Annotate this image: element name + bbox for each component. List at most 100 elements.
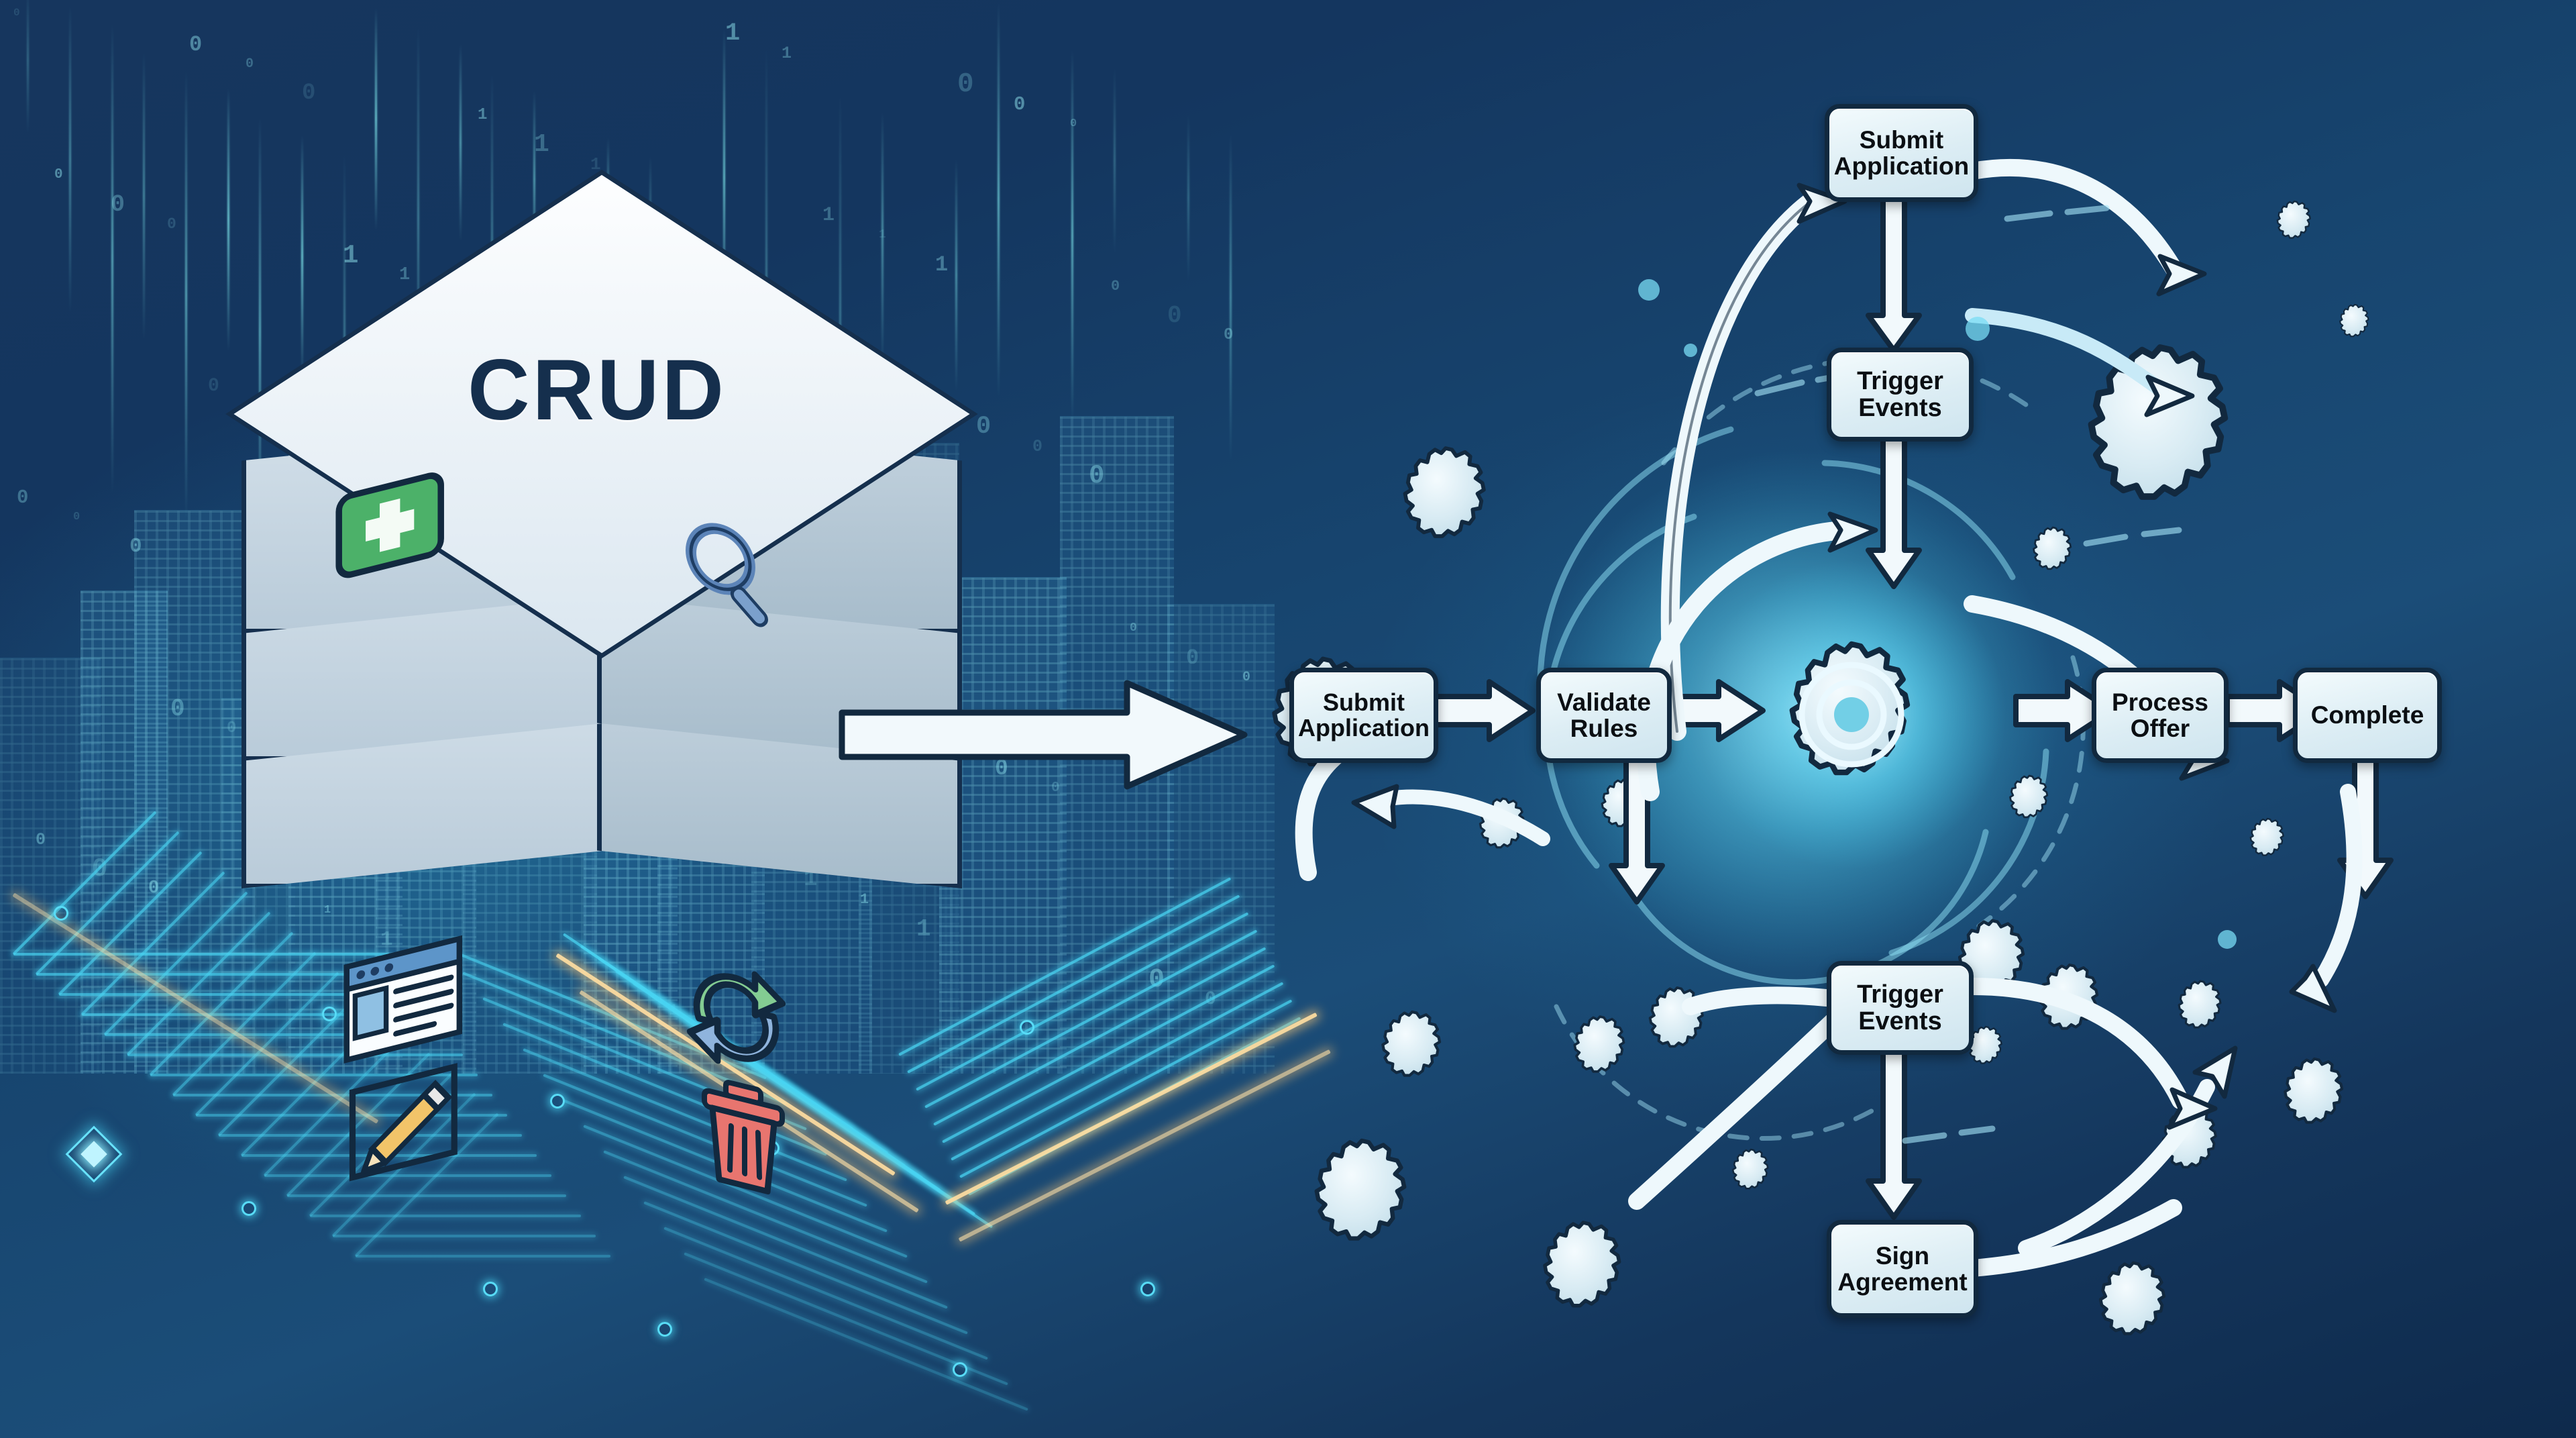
binary-digit: 0 bbox=[1167, 302, 1182, 329]
data-rain-streak bbox=[1071, 49, 1073, 424]
binary-digit: 0 bbox=[170, 695, 185, 723]
crud-cube: CRUD bbox=[221, 169, 978, 1195]
workflow-node-trigger-events-lower[interactable]: Trigger Events bbox=[1827, 961, 1974, 1055]
node-label-line2: Rules bbox=[1570, 715, 1638, 742]
node-label-line2: Application bbox=[1833, 152, 1970, 180]
workflow-node-submit-application-main[interactable]: Submit Application bbox=[1289, 668, 1438, 763]
binary-digit: 0 bbox=[208, 376, 219, 397]
node-label-line2: Application bbox=[1298, 714, 1430, 741]
node-label-line2: Events bbox=[1858, 394, 1942, 422]
binary-digit: 0 bbox=[1089, 461, 1105, 491]
binary-digit: 1 bbox=[879, 228, 886, 242]
node-label-line1: Process bbox=[2112, 688, 2208, 716]
circuit-board-traces bbox=[0, 811, 1449, 1438]
binary-digit: 0 bbox=[1242, 670, 1251, 685]
binary-digit: 0 bbox=[1130, 621, 1137, 635]
binary-digit: 1 bbox=[725, 19, 741, 48]
data-rain-streak bbox=[1187, 114, 1189, 282]
circuit-trace bbox=[623, 1176, 948, 1309]
workflow-flow-arrows bbox=[1430, 192, 2394, 1220]
binary-digit: 1 bbox=[804, 867, 818, 892]
binary-digit: 1 bbox=[782, 44, 792, 63]
binary-digit: 1 bbox=[534, 130, 549, 159]
data-rain-streak bbox=[839, 93, 841, 534]
binary-digit: 1 bbox=[343, 241, 359, 270]
workflow-node-submit-application-top[interactable]: Submit Application bbox=[1825, 104, 1978, 202]
circuit-trace bbox=[82, 1013, 433, 1016]
node-label-line1: Validate bbox=[1557, 688, 1651, 716]
circuit-pad bbox=[54, 906, 68, 921]
data-rain-streak bbox=[227, 88, 229, 352]
binary-digit: 0 bbox=[1111, 278, 1120, 295]
data-rain-streak bbox=[143, 52, 145, 341]
binary-digit: 0 bbox=[1186, 646, 1199, 670]
circuit-trace bbox=[36, 973, 404, 976]
circuit-trace bbox=[219, 1134, 522, 1137]
workflow-node-complete-main[interactable]: Complete bbox=[2293, 668, 2442, 763]
create-plus-icon bbox=[329, 472, 456, 611]
binary-digit: 0 bbox=[227, 719, 237, 737]
binary-digit: 0 bbox=[189, 32, 203, 57]
binary-digit: 0 bbox=[36, 830, 46, 850]
data-rain-streak bbox=[301, 135, 303, 378]
binary-digit: 0 bbox=[129, 535, 142, 558]
binary-digit: 0 bbox=[167, 215, 176, 233]
circuit-pad bbox=[657, 1322, 672, 1337]
node-label-line1: Submit bbox=[1323, 688, 1405, 716]
binary-digit: 0 bbox=[246, 56, 254, 72]
circuit-chip-icon bbox=[65, 1125, 123, 1183]
workflow-node-validate-rules-main[interactable]: Validate Rules bbox=[1536, 668, 1672, 763]
circuit-trace bbox=[150, 1074, 478, 1076]
binary-digit: 0 bbox=[111, 191, 125, 218]
circuit-trace bbox=[127, 1054, 463, 1056]
circuit-trace bbox=[924, 929, 1258, 1109]
binary-digit: 0 bbox=[1032, 437, 1043, 456]
refresh-cycle-icon bbox=[664, 926, 808, 1070]
binary-digit: 1 bbox=[935, 252, 949, 277]
circuit-pad bbox=[550, 1094, 565, 1109]
data-rain-streak bbox=[185, 70, 187, 521]
binary-digit: 0 bbox=[17, 486, 29, 509]
workflow-node-sign-agreement-bottom[interactable]: Sign Agreement bbox=[1827, 1220, 1978, 1318]
data-rain-streak bbox=[998, 2, 1000, 397]
binary-digit: 0 bbox=[1070, 117, 1077, 130]
binary-digit: 0 bbox=[976, 413, 991, 441]
circuit-trace bbox=[264, 1174, 551, 1177]
circuit-pad bbox=[1020, 1020, 1034, 1035]
binary-digit: 0 bbox=[54, 167, 63, 183]
browser-window-icon bbox=[335, 935, 476, 1094]
workflow-node-trigger-events-top[interactable]: Trigger Events bbox=[1827, 348, 1974, 442]
workflow-node-process-offer-main[interactable]: Process Offer bbox=[2092, 668, 2229, 763]
circuit-pad bbox=[483, 1282, 498, 1296]
circuit-pad bbox=[241, 1201, 256, 1216]
circuit-trace bbox=[333, 1235, 596, 1237]
data-rain-streak bbox=[27, 0, 29, 134]
node-label-line1: Trigger bbox=[1857, 980, 1943, 1009]
data-rain-streak bbox=[723, 28, 725, 327]
data-rain-streak bbox=[375, 7, 377, 231]
data-rain-streak bbox=[881, 111, 883, 365]
circuit-trace bbox=[643, 1201, 968, 1335]
circuit-trace bbox=[933, 947, 1267, 1126]
data-rain-streak bbox=[259, 117, 261, 548]
node-label-line1: Complete bbox=[2310, 701, 2424, 729]
binary-digit: 1 bbox=[380, 928, 393, 952]
node-label-line1: Trigger bbox=[1857, 366, 1943, 395]
node-label-line2: Events bbox=[1858, 1007, 1942, 1035]
data-rain-streak bbox=[69, 5, 71, 314]
circuit-trace bbox=[310, 1215, 581, 1217]
crud-to-workflow-arrow bbox=[839, 671, 1251, 799]
data-rain-streak bbox=[955, 158, 957, 392]
binary-digit: 1 bbox=[916, 915, 931, 943]
binary-digit: 1 bbox=[399, 265, 411, 285]
binary-digit: 0 bbox=[73, 511, 80, 523]
central-glowing-gear bbox=[1697, 560, 2006, 869]
node-label-line2: Offer bbox=[2130, 715, 2190, 742]
data-rain-streak bbox=[1230, 132, 1232, 462]
binary-digit: 1 bbox=[590, 154, 601, 174]
circuit-trace bbox=[59, 993, 419, 996]
circuit-pad bbox=[953, 1362, 967, 1377]
binary-digit: 0 bbox=[957, 69, 974, 100]
crud-title: CRUD bbox=[468, 342, 727, 438]
